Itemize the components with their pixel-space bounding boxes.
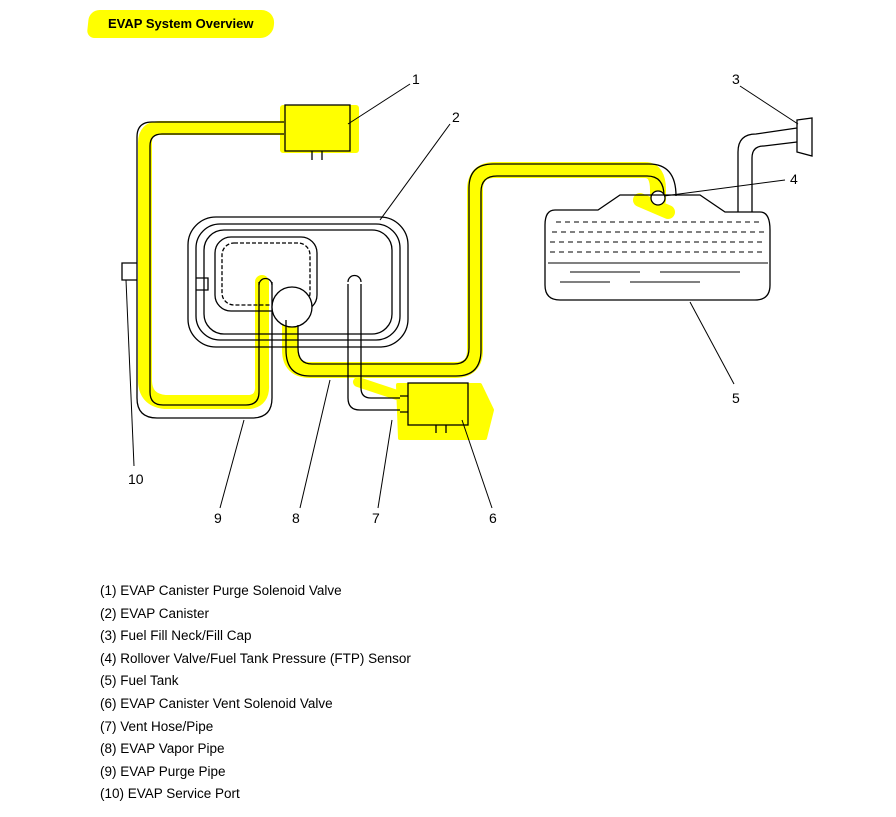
callout-4: 4	[790, 171, 798, 187]
vapor-pipe-highlight	[282, 162, 666, 378]
callout-3: 3	[732, 71, 740, 87]
callout-labels: 1 2 3 4 5 6 7 8 9 10	[128, 71, 798, 526]
callout-5: 5	[732, 390, 740, 406]
fuel-tank	[544, 194, 771, 301]
purge-pipe	[136, 121, 284, 419]
vapor-pipe	[285, 175, 665, 377]
fill-neck	[737, 127, 798, 212]
tank-top-highlight	[633, 193, 675, 219]
callout-6: 6	[489, 510, 497, 526]
rollover-valve	[650, 190, 666, 206]
purge-port	[258, 277, 273, 286]
legend-item: (10) EVAP Service Port	[100, 786, 240, 802]
vent-solenoid-valve	[407, 382, 469, 426]
callout-7: 7	[372, 510, 380, 526]
legend-item: (1) EVAP Canister Purge Solenoid Valve	[100, 583, 342, 598]
purge-solenoid-valve	[284, 104, 351, 152]
vent-hose-highlight	[353, 377, 405, 401]
highlighter-strokes	[138, 105, 675, 440]
legend-item: (6) EVAP Canister Vent Solenoid Valve	[100, 695, 333, 711]
fill-cap	[796, 117, 813, 157]
legend-list: (1) EVAP Canister Purge Solenoid Valve (…	[100, 580, 411, 806]
legend-item: (4) Rollover Valve/Fuel Tank Pressure (F…	[100, 650, 411, 666]
leader-lines	[125, 83, 799, 509]
title-highlight: EVAP System Overview	[86, 10, 276, 38]
page-title: EVAP System Overview	[108, 16, 254, 31]
purge-pipe-highlight	[138, 121, 287, 409]
canister-center-port	[271, 286, 313, 328]
legend-item: (3) Fuel Fill Neck/Fill Cap	[100, 628, 252, 644]
legend-item: (2) EVAP Canister	[100, 605, 210, 621]
vent-port	[347, 274, 362, 283]
service-port	[121, 262, 137, 281]
callout-8: 8	[292, 510, 300, 526]
vent-hose	[347, 284, 400, 411]
tank-liquid	[548, 221, 768, 283]
legend-item: (8) EVAP Vapor Pipe	[100, 741, 225, 757]
callout-1: 1	[412, 71, 420, 87]
legend-item: (5) Fuel Tank	[100, 673, 179, 689]
legend-item: (9) EVAP Purge Pipe	[100, 763, 226, 779]
line-art	[121, 104, 813, 433]
vent-valve-highlight	[396, 383, 494, 440]
callout-2: 2	[452, 109, 460, 125]
legend-item: (7) Vent Hose/Pipe	[100, 718, 214, 734]
callout-10: 10	[128, 471, 144, 487]
callout-9: 9	[214, 510, 222, 526]
purge-valve-highlight	[280, 105, 359, 153]
